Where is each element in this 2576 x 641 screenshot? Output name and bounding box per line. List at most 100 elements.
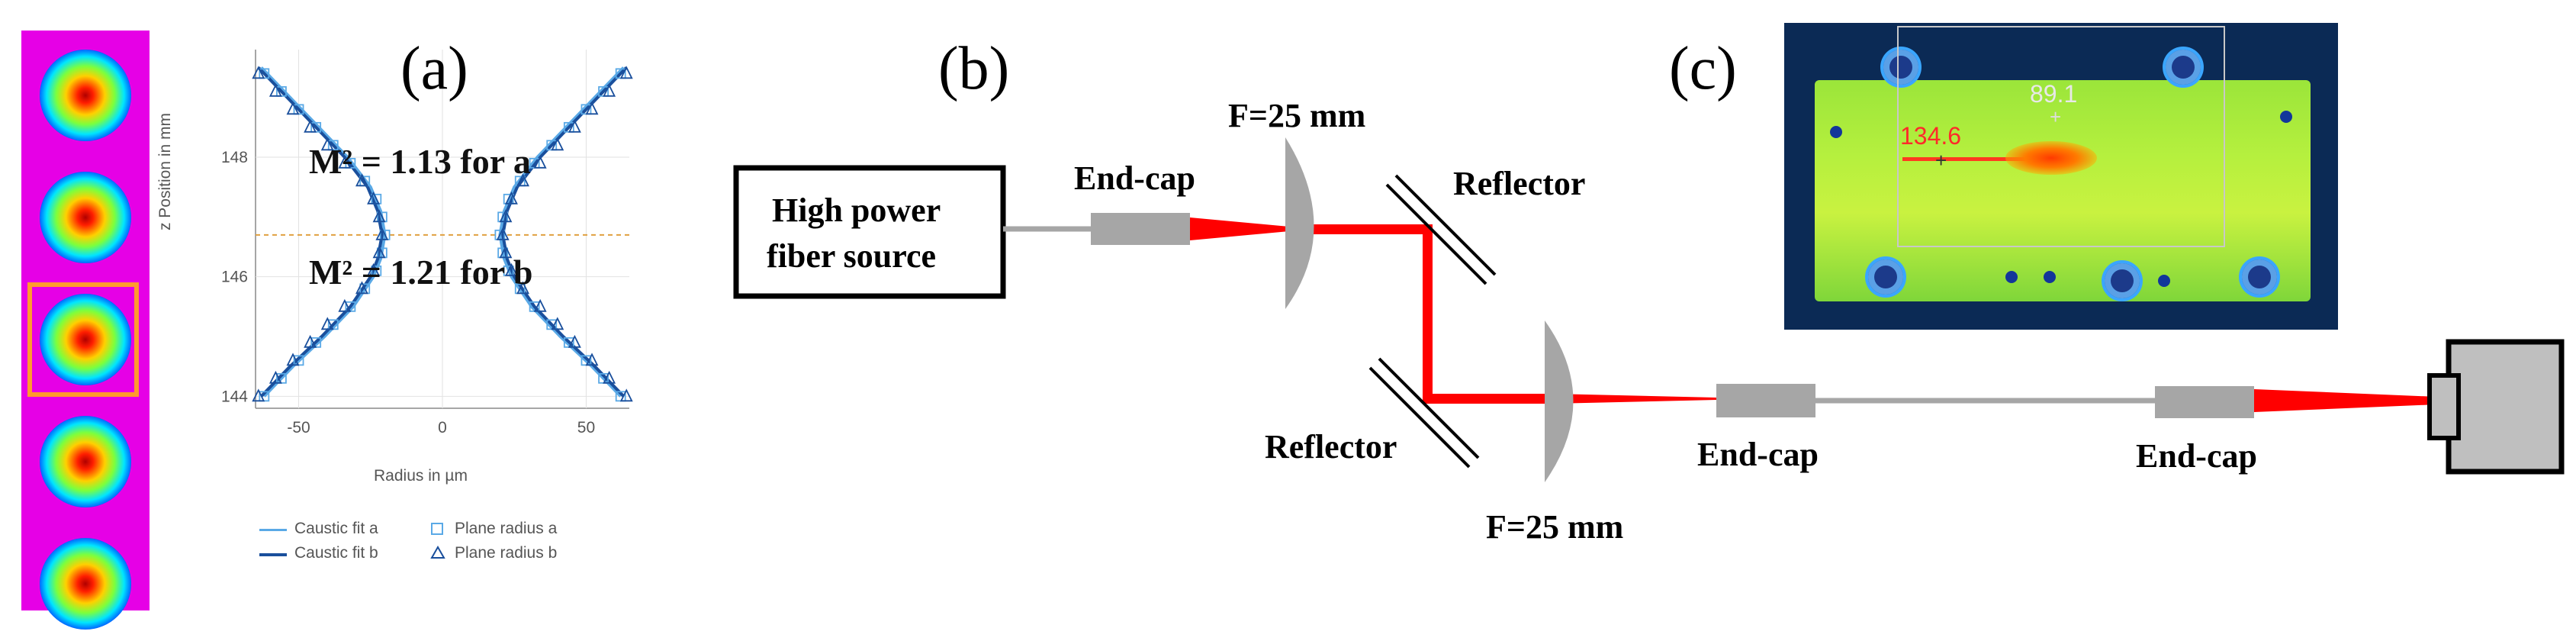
plane-radius-point bbox=[252, 388, 265, 402]
plane-radius-point bbox=[269, 83, 282, 97]
plot-legend: Caustic fit a Caustic fit b Plane radius… bbox=[259, 520, 641, 576]
temperature-high: 134.6 bbox=[1900, 122, 1962, 150]
reflector-mirror bbox=[1368, 357, 1480, 469]
legend-line-a bbox=[259, 529, 287, 531]
lens-shape bbox=[1545, 320, 1574, 482]
beam-spot bbox=[40, 172, 131, 263]
plane-radius-point bbox=[568, 334, 581, 348]
fiber-source-box bbox=[733, 165, 1006, 299]
beam-cone bbox=[2254, 389, 2437, 412]
legend-label: Plane radius a bbox=[455, 520, 558, 537]
plane-radius-point bbox=[367, 191, 380, 205]
beam-spot bbox=[40, 50, 131, 141]
screw-dot bbox=[2280, 111, 2292, 123]
collimated-beam bbox=[1423, 394, 1545, 404]
plane-radius-point bbox=[603, 370, 616, 384]
legend-label: Plane radius b bbox=[455, 544, 558, 562]
output-module-port bbox=[2427, 373, 2461, 440]
plot-ticks: -50 0 50 144 146 148 bbox=[221, 149, 595, 436]
legend-label: Caustic fit a bbox=[294, 520, 378, 537]
plane-radius-point bbox=[585, 101, 599, 115]
caustic-fit-line bbox=[257, 66, 384, 398]
plane-radius-point bbox=[533, 298, 547, 312]
beam-profile-strip bbox=[21, 31, 150, 630]
plane-radius-point bbox=[304, 119, 317, 133]
plane-radius-point bbox=[367, 263, 380, 276]
plane-radius-point bbox=[372, 209, 386, 223]
end-cap-label: End-cap bbox=[1074, 159, 1195, 197]
x-axis-label: Radius in µm bbox=[374, 467, 468, 485]
reflector-label: Reflector bbox=[1265, 428, 1397, 465]
beam-cone bbox=[1552, 394, 1716, 404]
end-cap-label: End-cap bbox=[2136, 437, 2257, 475]
legend-triangle-icon bbox=[430, 546, 445, 559]
beam-spot bbox=[40, 294, 131, 385]
reflector-label: Reflector bbox=[1453, 165, 1586, 202]
plane-radius-point bbox=[338, 155, 352, 169]
plane-radius-point bbox=[252, 66, 265, 79]
output-module bbox=[2446, 339, 2565, 475]
collimated-beam bbox=[1423, 224, 1433, 404]
plane-radius-point bbox=[355, 173, 368, 187]
fiber-source-label: High power bbox=[772, 192, 941, 229]
fiber-source-label: fiber source bbox=[767, 237, 936, 275]
x-tick-label: 50 bbox=[577, 419, 595, 436]
plane-radius-point bbox=[375, 227, 389, 240]
end-cap-label: End-cap bbox=[1697, 436, 1819, 473]
plane-radius-point bbox=[505, 191, 518, 205]
temperature-low: 89.1 bbox=[2030, 80, 2078, 108]
plane-radius-point bbox=[496, 227, 510, 240]
m2-annotation-b: M² = 1.21 for b bbox=[309, 253, 533, 292]
plane-radius-point bbox=[499, 245, 513, 259]
y-tick-label: 144 bbox=[221, 388, 248, 405]
mount-hole bbox=[2166, 50, 2201, 85]
plane-radius-point bbox=[568, 119, 581, 133]
m2-annotation-a: M² = 1.13 for a bbox=[309, 142, 531, 181]
beam-cone bbox=[1190, 217, 1289, 240]
legend-square-icon bbox=[431, 523, 443, 535]
panel-letter-b: (b) bbox=[938, 35, 1010, 102]
screw-dot bbox=[1830, 126, 1842, 138]
plane-radius-point bbox=[320, 137, 334, 151]
hot-fiber-trace bbox=[1902, 157, 2032, 161]
plane-radius-point bbox=[603, 83, 616, 97]
x-tick-label: -50 bbox=[287, 419, 310, 436]
crosshair-icon: + bbox=[2050, 105, 2062, 128]
plane-radius-point bbox=[551, 137, 564, 151]
beam-spot bbox=[40, 538, 131, 630]
plane-radius-point bbox=[304, 334, 317, 348]
plane-radius-point bbox=[619, 66, 633, 79]
caustic-plot: -50 0 50 144 146 148 bbox=[221, 50, 633, 436]
y-tick-label: 148 bbox=[221, 149, 248, 166]
plane-radius-point bbox=[355, 281, 368, 295]
plane-radius-point bbox=[516, 173, 529, 187]
y-tick-label: 146 bbox=[221, 269, 248, 286]
legend-label: Caustic fit b bbox=[294, 544, 378, 562]
collimated-beam bbox=[1301, 224, 1426, 234]
hotspot bbox=[2005, 141, 2097, 175]
plane-radius-point bbox=[372, 245, 386, 259]
plane-radius-point bbox=[286, 353, 300, 366]
legend-line-b bbox=[259, 553, 287, 556]
reflector-mirror bbox=[1385, 174, 1497, 285]
plane-radius-point bbox=[286, 101, 300, 115]
end-cap-block bbox=[1716, 384, 1815, 417]
screw-dot bbox=[2158, 275, 2170, 287]
plane-radius-point bbox=[516, 281, 529, 295]
lens-shape bbox=[1285, 137, 1314, 309]
plane-radius-point bbox=[619, 388, 633, 402]
x-tick-label: 0 bbox=[438, 419, 447, 436]
lens-label: F=25 mm bbox=[1228, 97, 1366, 134]
plane-radius-point bbox=[551, 317, 564, 330]
plane-radius-point bbox=[320, 317, 334, 330]
plane-radius-point bbox=[269, 370, 282, 384]
thermal-image: 134.6 89.1 + + bbox=[1784, 23, 2338, 330]
panel-letter-a: (a) bbox=[400, 35, 468, 102]
mount-hole bbox=[1868, 259, 1903, 295]
screw-dot bbox=[2044, 271, 2056, 283]
end-cap-block bbox=[2155, 386, 2254, 418]
plot-marks bbox=[252, 66, 633, 402]
crosshair-icon: + bbox=[1935, 149, 1947, 172]
plane-radius-point bbox=[338, 298, 352, 312]
